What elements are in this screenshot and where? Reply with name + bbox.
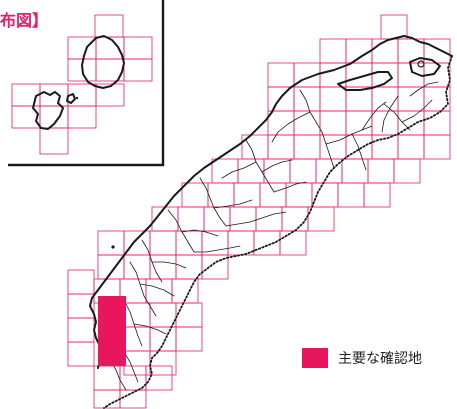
legend-swatch: [302, 348, 328, 368]
prefectural-border: [103, 55, 453, 409]
shimane-peninsula-coast: [289, 35, 453, 89]
rivers: [109, 81, 439, 391]
inset-frame: [8, 0, 165, 167]
legend: 主要な確認地: [302, 347, 422, 369]
main-coastline: [89, 87, 291, 369]
dozen-islet: [66, 93, 76, 104]
dogo-island: [81, 35, 125, 89]
map-title: 布図】: [0, 11, 49, 30]
dozen-islands: [32, 91, 64, 130]
lake-shinji: [337, 71, 393, 91]
lake-nakaumi: [409, 57, 441, 77]
confirmed-site-area: [98, 296, 126, 366]
inset-grid: [11, 14, 153, 155]
legend-label: 主要な確認地: [338, 351, 422, 367]
